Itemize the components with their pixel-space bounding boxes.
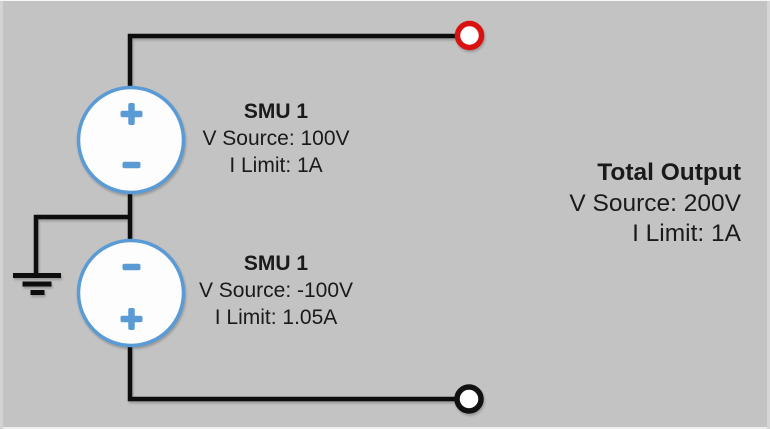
terminal-negative	[454, 384, 484, 414]
smu-top-ilimit: I Limit: 1A	[229, 154, 323, 177]
smu-top-label: SMU 1 V Source: 100V I Limit: 1A	[191, 98, 361, 179]
smu-top-symbol	[76, 85, 186, 195]
total-output-vsource: V Source: 200V	[569, 189, 741, 217]
source-circle	[76, 238, 186, 348]
smu-bottom-label: SMU 1 V Source: -100V I Limit: 1.05A	[191, 250, 361, 331]
smu-top-name: SMU 1	[243, 100, 309, 123]
smu-top-vsource: V Source: 100V	[202, 127, 350, 150]
total-output-ilimit: I Limit: 1A	[632, 220, 741, 247]
smu-bottom-symbol	[76, 238, 186, 348]
wire-ground-branch	[33, 214, 131, 273]
minus-icon	[122, 263, 141, 271]
wire-bottom	[127, 343, 456, 402]
ground-icon	[13, 273, 61, 295]
source-circle	[76, 85, 186, 195]
minus-icon	[122, 161, 141, 169]
total-output-label: Total Output V Source: 200V I Limit: 1A	[481, 158, 741, 250]
plus-icon	[120, 308, 143, 330]
smu-bottom-ilimit: I Limit: 1.05A	[214, 306, 338, 329]
total-output-title: Total Output	[597, 159, 741, 186]
smu-bottom-name: SMU 1	[243, 252, 309, 275]
smu-bottom-vsource: V Source: -100V	[198, 279, 354, 302]
terminal-positive	[454, 20, 485, 51]
plus-icon	[120, 103, 143, 125]
wire-top	[127, 33, 455, 92]
